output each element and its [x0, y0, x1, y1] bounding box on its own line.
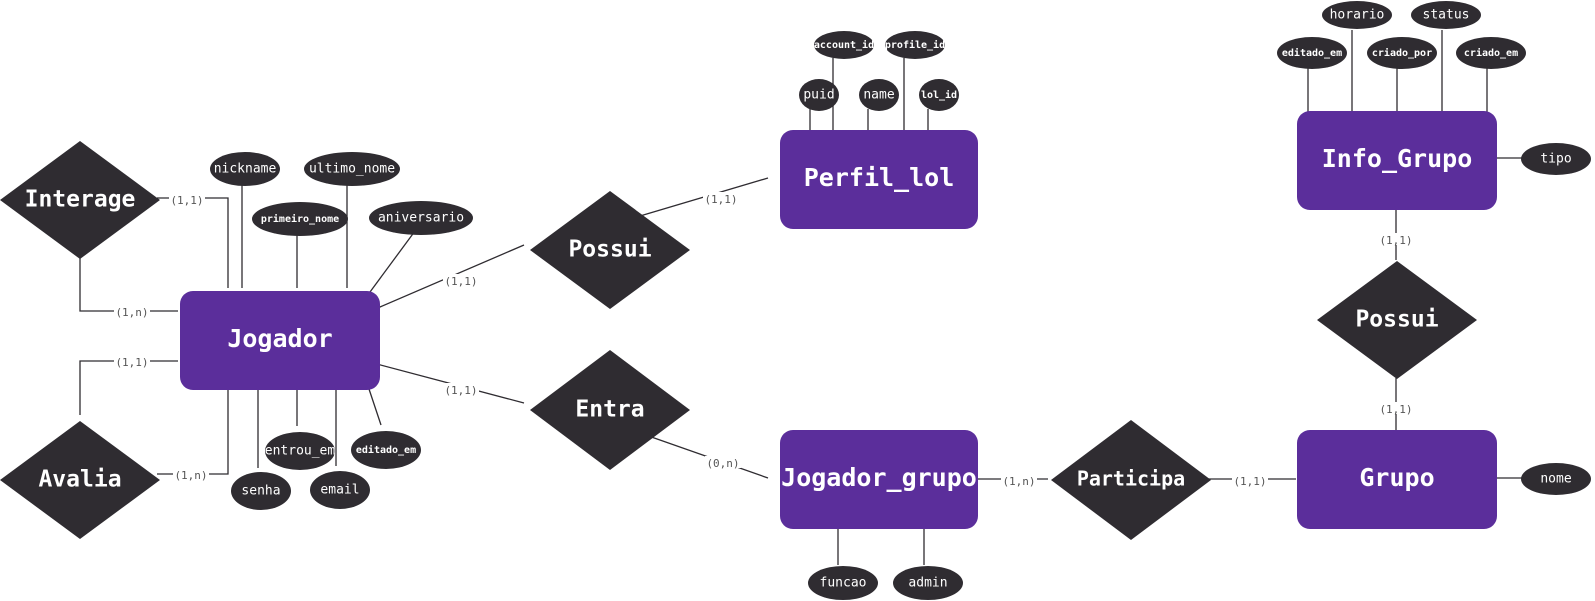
attribute-name[interactable]: name — [859, 79, 899, 111]
relationship-participa[interactable]: Participa — [1051, 420, 1211, 540]
relationship-possui-perfil[interactable]: Possui — [530, 191, 690, 309]
attribute-nome[interactable]: nome — [1521, 463, 1591, 495]
attribute-ultimo-nome[interactable]: ultimo_nome — [304, 152, 400, 186]
attribute-admin-label: admin — [908, 576, 947, 591]
relationship-participa-label: Participa — [1077, 467, 1185, 491]
attribute-aniversario-label: aniversario — [378, 211, 464, 226]
attribute-senha-label: senha — [241, 484, 280, 499]
relationship-interage[interactable]: Interage — [0, 141, 160, 259]
attribute-nickname[interactable]: nickname — [210, 152, 280, 186]
entity-jogador[interactable]: Jogador — [180, 291, 380, 390]
attribute-admin[interactable]: admin — [893, 566, 963, 600]
cardinality-possui-perfil: (1,1) — [703, 192, 739, 206]
attribute-nickname-label: nickname — [214, 162, 277, 177]
attribute-editado-em-jogador-label: editado_em — [356, 444, 416, 456]
cardinality-interage-top: (1,1) — [169, 193, 205, 207]
attribute-horario-label: horario — [1330, 8, 1385, 23]
cardinality-avalia-top-text: (1,1) — [115, 356, 148, 369]
cardinality-possui-info-grupo-text: (1,1) — [1379, 234, 1412, 247]
attribute-profile-id[interactable]: profile_id — [885, 31, 945, 59]
cardinality-entra-jogador-text: (1,1) — [444, 384, 477, 397]
attribute-email-label: email — [320, 483, 359, 498]
entity-grupo-label: Grupo — [1359, 463, 1434, 492]
cardinality-possui-info-grupo: (1,1) — [1378, 233, 1414, 247]
cardinality-entra-jogador-grupo-text: (0,n) — [706, 457, 739, 470]
attribute-entrou-em-label: entrou_em — [265, 444, 336, 459]
cardinality-interage-top-text: (1,1) — [170, 194, 203, 207]
attribute-primeiro-nome-label: primeiro_nome — [261, 213, 339, 225]
relationship-possui-perfil-label: Possui — [568, 237, 651, 263]
attribute-funcao-label: funcao — [820, 576, 867, 591]
relationship-possui-grupo-label: Possui — [1355, 307, 1438, 333]
attribute-criado-por-label: criado_por — [1372, 47, 1432, 59]
cardinality-avalia-right-text: (1,n) — [174, 469, 207, 482]
attribute-entrou-em[interactable]: entrou_em — [265, 432, 336, 470]
entity-perfil-lol[interactable]: Perfil_lol — [780, 130, 978, 229]
attribute-funcao[interactable]: funcao — [808, 566, 878, 600]
cardinality-entra-jogador: (1,1) — [443, 383, 479, 397]
entity-jogador-grupo-label: Jogador_grupo — [781, 463, 977, 492]
cardinality-possui-jogador: (1,1) — [443, 274, 479, 288]
line-attr-aniversario — [369, 230, 416, 293]
entity-info-grupo-label: Info_Grupo — [1322, 144, 1473, 173]
attribute-account-id[interactable]: account_id — [814, 31, 874, 59]
attribute-status[interactable]: status — [1411, 1, 1481, 29]
cardinality-possui-jogador-text: (1,1) — [444, 275, 477, 288]
attribute-ultimo-nome-label: ultimo_nome — [309, 162, 395, 177]
line-entra-jogador-grupo — [639, 432, 769, 479]
relationship-avalia-label: Avalia — [38, 467, 121, 493]
attribute-criado-por[interactable]: criado_por — [1367, 37, 1437, 69]
attribute-nome-label: nome — [1540, 472, 1571, 487]
attribute-criado-em[interactable]: criado_em — [1456, 37, 1526, 69]
attribute-name-label: name — [863, 88, 894, 103]
relationship-entra-label: Entra — [575, 397, 644, 423]
attribute-criado-em-label: criado_em — [1464, 47, 1518, 59]
cardinality-interage-bottom: (1,n) — [114, 305, 150, 319]
attribute-status-label: status — [1423, 8, 1470, 23]
line-interage-bottom — [79, 255, 178, 312]
cardinality-possui-grupo-grupo: (1,1) — [1378, 402, 1414, 416]
attribute-primeiro-nome[interactable]: primeiro_nome — [252, 202, 348, 236]
attribute-tipo[interactable]: tipo — [1521, 143, 1591, 175]
cardinality-interage-bottom-text: (1,n) — [115, 306, 148, 319]
attribute-profile-id-label: profile_id — [885, 39, 945, 51]
attribute-email[interactable]: email — [310, 471, 370, 509]
cardinality-possui-perfil-text: (1,1) — [704, 193, 737, 206]
relationship-interage-label: Interage — [25, 187, 136, 213]
attribute-tipo-label: tipo — [1540, 152, 1571, 167]
cardinality-possui-grupo-grupo-text: (1,1) — [1379, 403, 1412, 416]
line-interage-top — [157, 197, 229, 288]
attribute-senha[interactable]: senha — [231, 472, 291, 510]
attribute-lol-id-label: lol_id — [921, 89, 957, 101]
cardinality-participa-jogador-grupo: (1,n) — [1001, 474, 1037, 488]
attribute-editado-em-jogador[interactable]: editado_em — [351, 431, 421, 469]
entity-grupo[interactable]: Grupo — [1297, 430, 1497, 529]
entity-perfil-lol-label: Perfil_lol — [804, 163, 955, 192]
cardinality-labels: (1,1) (1,n) (1,1) (1,n) (1,1) (1,1) (1,1… — [114, 192, 1414, 488]
cardinality-participa-jogador-grupo-text: (1,n) — [1002, 475, 1035, 488]
cardinality-participa-grupo: (1,1) — [1232, 474, 1268, 488]
entity-info-grupo[interactable]: Info_Grupo — [1297, 111, 1497, 210]
attribute-aniversario[interactable]: aniversario — [369, 201, 473, 235]
attribute-lol-id[interactable]: lol_id — [919, 79, 959, 111]
attribute-puid[interactable]: puid — [799, 79, 839, 111]
entity-jogador-label: Jogador — [227, 324, 332, 353]
attribute-account-id-label: account_id — [814, 39, 874, 51]
cardinality-entra-jogador-grupo: (0,n) — [705, 456, 741, 470]
entity-jogador-grupo[interactable]: Jogador_grupo — [780, 430, 978, 529]
line-attr-editado-em-jogador — [366, 382, 382, 426]
line-avalia-top — [79, 360, 178, 415]
relationship-possui-grupo[interactable]: Possui — [1317, 261, 1477, 379]
cardinality-participa-grupo-text: (1,1) — [1233, 475, 1266, 488]
attribute-horario[interactable]: horario — [1322, 1, 1392, 29]
cardinality-avalia-top: (1,1) — [114, 355, 150, 369]
attribute-editado-em-info[interactable]: editado_em — [1277, 37, 1347, 69]
attribute-editado-em-info-label: editado_em — [1282, 47, 1342, 59]
line-avalia-right — [157, 383, 229, 475]
relationship-entra[interactable]: Entra — [530, 350, 690, 470]
cardinality-avalia-right: (1,n) — [173, 468, 209, 482]
attribute-puid-label: puid — [803, 88, 834, 103]
relationship-avalia[interactable]: Avalia — [0, 421, 160, 539]
